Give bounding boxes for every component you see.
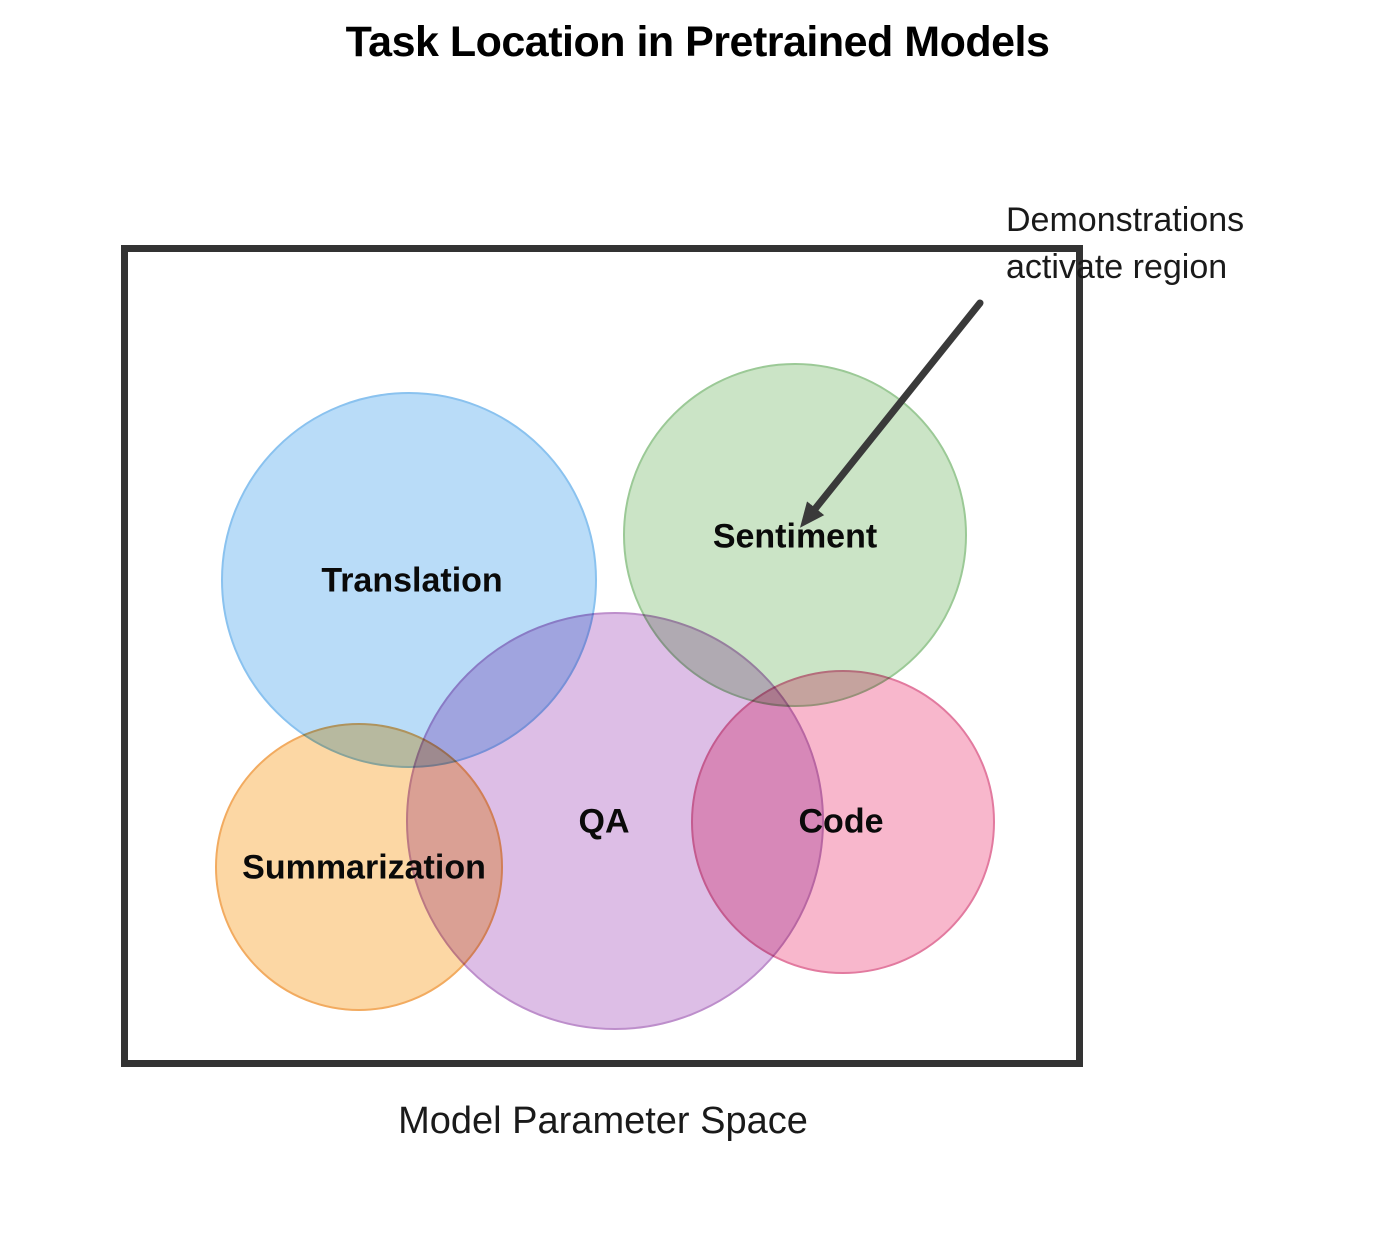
- annotation-line-2: activate region: [1006, 248, 1228, 286]
- code-label: Code: [798, 802, 884, 841]
- summarization-label: Summarization: [242, 848, 486, 887]
- code-circle: [691, 670, 995, 974]
- summarization-circle: [215, 723, 503, 1011]
- qa-label: QA: [578, 802, 630, 841]
- annotation-line-1: Demonstrations: [1006, 201, 1245, 239]
- model-parameter-space-label: Model Parameter Space: [398, 1100, 808, 1142]
- model-parameter-space-box: [121, 245, 1083, 1067]
- sentiment-label: Sentiment: [712, 517, 878, 556]
- annotation-text: Demonstrations activate region: [1006, 197, 1244, 291]
- translation-label: Translation: [321, 561, 503, 600]
- figure-title: Task Location in Pretrained Models: [345, 18, 1050, 66]
